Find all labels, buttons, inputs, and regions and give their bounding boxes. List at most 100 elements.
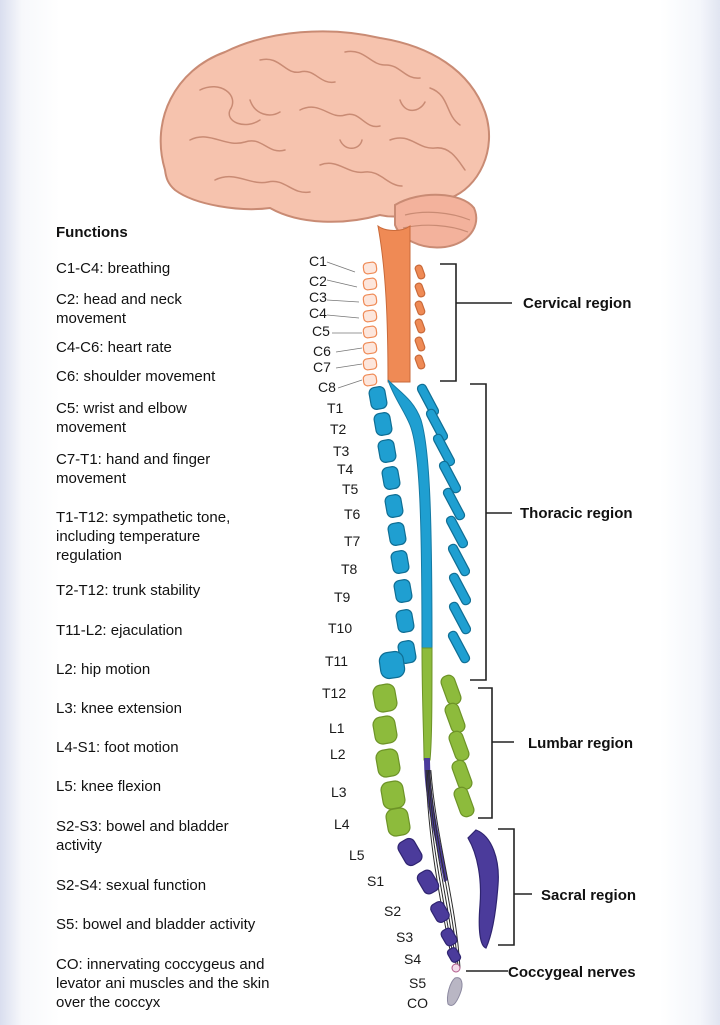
segment-label: L4 <box>334 816 350 832</box>
leader-line <box>326 314 360 319</box>
segment-label: C4 <box>309 305 327 321</box>
segment-label: C3 <box>309 289 327 305</box>
segment-label: L1 <box>329 720 345 736</box>
segment-label: T11 <box>325 653 348 669</box>
spinous-process <box>447 543 471 577</box>
spinous-process <box>414 300 426 316</box>
segment-label: T12 <box>322 685 346 701</box>
cervical-vertebra <box>362 293 378 307</box>
spinous-process <box>414 264 426 280</box>
vertebrae <box>362 261 463 1007</box>
segment-label: S2 <box>384 903 401 919</box>
thoracic-vertebra <box>387 522 407 546</box>
segment-label: T5 <box>342 481 359 497</box>
brain <box>159 30 490 249</box>
leader-line <box>326 279 358 288</box>
cervical-vertebra <box>362 277 378 291</box>
lumbar-bracket <box>478 687 514 819</box>
spinous-process <box>448 572 472 606</box>
coccyx <box>447 977 463 1007</box>
segment-label: T9 <box>334 589 351 605</box>
cervical-vertebra <box>362 309 378 323</box>
lumbar-vertebra <box>385 807 411 837</box>
thoracic-bracket <box>470 383 512 681</box>
cervical-vertebra <box>362 325 378 339</box>
segment-label: C8 <box>318 379 336 395</box>
function-item: L3: knee extension <box>56 700 182 717</box>
spinous-processes <box>414 264 499 949</box>
spinous-process <box>444 702 466 734</box>
spinous-process <box>440 674 462 706</box>
segment-label: T8 <box>341 561 358 577</box>
leader-line <box>337 379 363 389</box>
spinous-process <box>432 433 456 467</box>
function-item: L2: hip motion <box>56 661 151 678</box>
cervical-vertebra <box>362 357 378 371</box>
sacral-vertebra <box>440 927 458 947</box>
spinous-process <box>438 460 462 494</box>
sacral-region-label: Sacral region <box>541 887 636 904</box>
cervical-bracket <box>440 263 512 382</box>
segment-label: S4 <box>404 951 421 967</box>
segment-label: CO <box>407 995 428 1011</box>
segment-label: T4 <box>337 461 354 477</box>
segment-label: S1 <box>367 873 384 889</box>
cervical-vertebra <box>362 373 378 387</box>
segment-label: T7 <box>344 533 361 549</box>
function-item: C6: shoulder movement <box>56 368 216 385</box>
segment-label: L5 <box>349 847 365 863</box>
function-item: T2-T12: trunk stability <box>56 582 201 599</box>
leader-line <box>335 363 363 369</box>
function-item: T1-T12: sympathetic tone,including tempe… <box>56 509 231 564</box>
spinous-process <box>448 601 472 635</box>
thoracic-vertebra <box>393 579 413 603</box>
segment-label: L2 <box>330 746 346 762</box>
functions-title: Functions <box>56 224 128 241</box>
coccygeal-region-label: Coccygeal nerves <box>508 964 636 981</box>
segment-label: S5 <box>409 975 426 991</box>
function-item: L4-S1: foot motion <box>56 739 179 756</box>
thoracic-vertebra <box>381 466 401 490</box>
segment-label: C6 <box>313 343 331 359</box>
sacral-vertebra <box>397 837 423 867</box>
lumbar-region-label: Lumbar region <box>528 735 633 752</box>
segment-label: T2 <box>330 421 347 437</box>
segment-label: L3 <box>331 784 347 800</box>
spinous-process <box>451 759 473 791</box>
thoracic-vertebra <box>378 650 406 680</box>
thoracic-vertebra <box>384 494 404 518</box>
lumbar-cord <box>421 647 433 761</box>
coccygeal-node <box>451 963 461 973</box>
thoracic-vertebra <box>373 412 393 436</box>
segment-label: S3 <box>396 929 413 945</box>
segment-label: T1 <box>327 400 344 416</box>
segment-label: C7 <box>313 359 331 375</box>
thoracic-vertebra <box>368 386 388 410</box>
segment-label: T6 <box>344 506 361 522</box>
spinous-process <box>442 487 466 521</box>
region-brackets <box>440 263 532 972</box>
thoracic-vertebra <box>390 550 410 574</box>
leader-line <box>335 347 363 353</box>
sacral-crest <box>467 829 499 949</box>
thoracic-vertebra <box>377 439 397 463</box>
spinous-process <box>414 318 426 334</box>
cervical-region-label: Cervical region <box>523 295 631 312</box>
sacral-vertebra <box>430 901 450 923</box>
function-item: S5: bowel and bladder activity <box>56 916 256 933</box>
function-item: C4-C6: heart rate <box>56 339 172 356</box>
segment-label: C2 <box>309 273 327 289</box>
spinous-process <box>453 786 475 818</box>
lumbar-vertebra <box>380 780 406 810</box>
function-item: C1-C4: breathing <box>56 260 171 277</box>
lumbar-vertebra <box>375 748 401 778</box>
leader-line <box>326 261 356 273</box>
spinous-process <box>414 336 426 352</box>
function-item: S2-S4: sexual function <box>56 877 207 894</box>
